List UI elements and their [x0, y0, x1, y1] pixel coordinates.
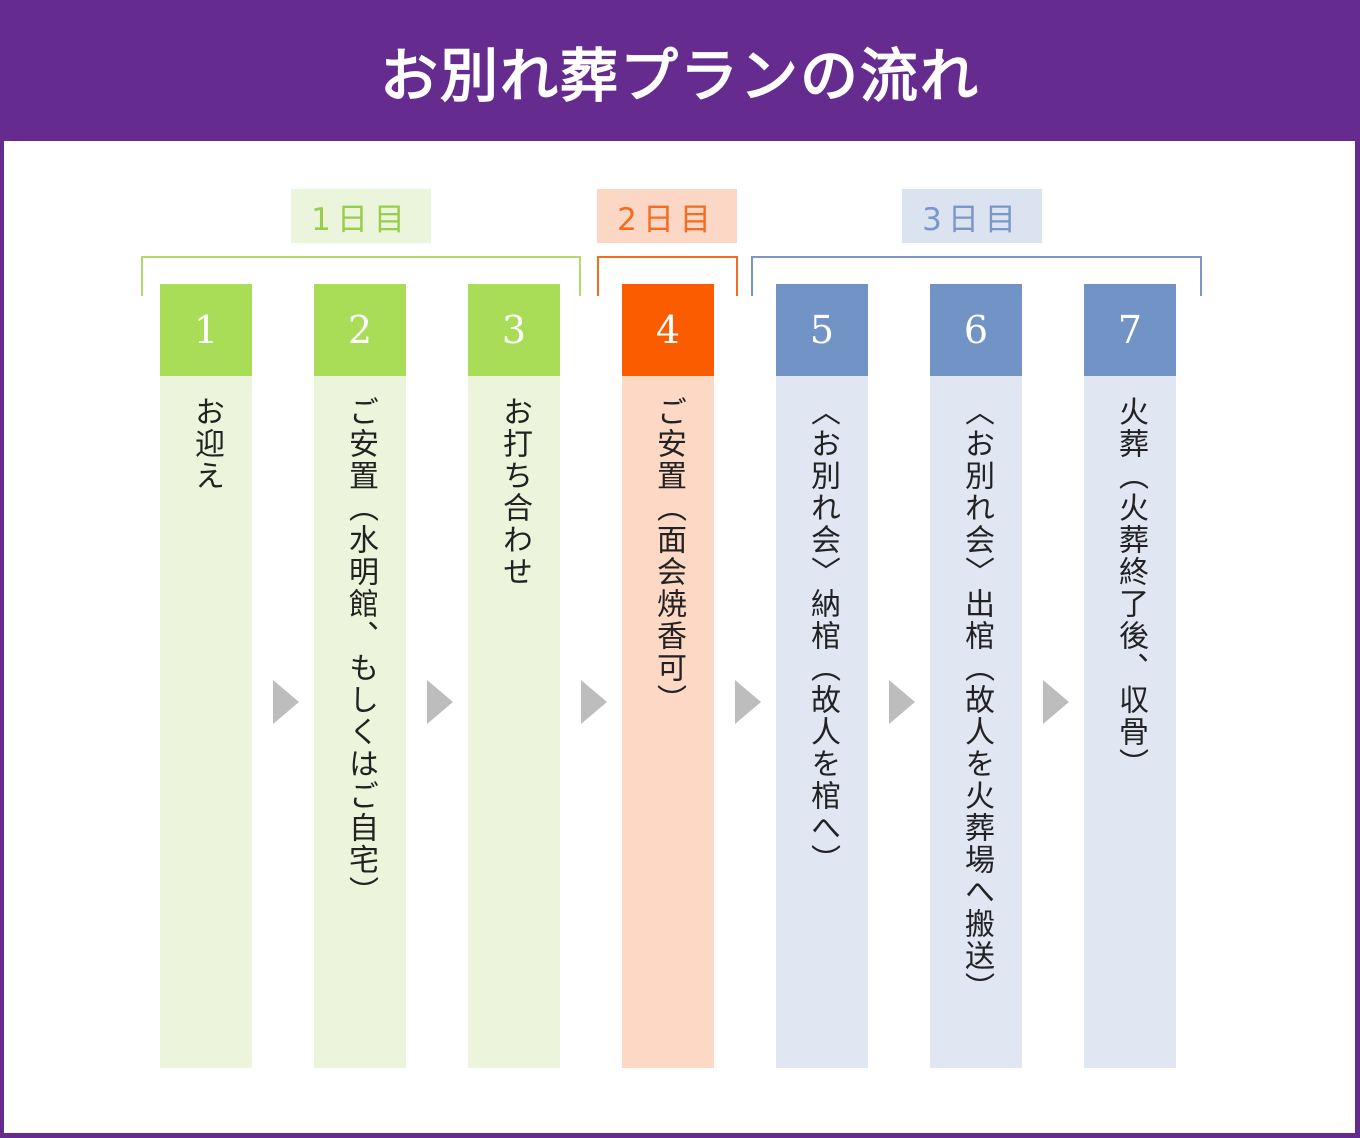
- step-body-7: 火葬（火葬終了後、収骨）: [1084, 376, 1176, 1068]
- day-label-3: 3日目: [902, 189, 1042, 243]
- step-column-3: 3 お打ち合わせ: [468, 284, 560, 1068]
- flow-arrow-icon: [735, 680, 761, 724]
- flow-arrow-icon: [1043, 680, 1069, 724]
- page-title: お別れ葬プランの流れ: [379, 41, 980, 110]
- day-label-1: 1日目: [291, 189, 431, 243]
- step-number-5: 5: [776, 284, 868, 376]
- title-bar: お別れ葬プランの流れ: [0, 0, 1360, 141]
- step-number-1: 1: [160, 284, 252, 376]
- step-text-7: 火葬（火葬終了後、収骨）: [1113, 396, 1148, 780]
- step-body-1: お迎え: [160, 376, 252, 1068]
- step-number-7: 7: [1084, 284, 1176, 376]
- step-column-7: 7 火葬（火葬終了後、収骨）: [1084, 284, 1176, 1068]
- step-column-2: 2 ご安置（水明館、もしくはご自宅）: [314, 284, 406, 1068]
- step-text-1: お迎え: [189, 396, 224, 492]
- step-column-1: 1 お迎え: [160, 284, 252, 1068]
- step-text-6: 〈お別れ会〉出棺（故人を火葬場へ搬送）: [959, 396, 994, 1004]
- step-number-6: 6: [930, 284, 1022, 376]
- day-1-bracket: [141, 256, 581, 296]
- step-number-2: 2: [314, 284, 406, 376]
- step-text-5: 〈お別れ会〉納棺（故人を棺へ）: [805, 396, 840, 876]
- step-body-3: お打ち合わせ: [468, 376, 560, 1068]
- step-number-3: 3: [468, 284, 560, 376]
- step-column-4: 4 ご安置（面会焼香可）: [622, 284, 714, 1068]
- day-label-2: 2日目: [597, 189, 737, 243]
- step-body-5: 〈お別れ会〉納棺（故人を棺へ）: [776, 376, 868, 1068]
- day-2-bracket: [597, 256, 738, 296]
- step-column-6: 6 〈お別れ会〉出棺（故人を火葬場へ搬送）: [930, 284, 1022, 1068]
- step-body-6: 〈お別れ会〉出棺（故人を火葬場へ搬送）: [930, 376, 1022, 1068]
- step-column-5: 5 〈お別れ会〉納棺（故人を棺へ）: [776, 284, 868, 1068]
- flow-arrow-icon: [889, 680, 915, 724]
- step-text-4: ご安置（面会焼香可）: [651, 396, 686, 716]
- step-body-2: ご安置（水明館、もしくはご自宅）: [314, 376, 406, 1068]
- step-text-2: ご安置（水明館、もしくはご自宅）: [343, 396, 378, 908]
- step-number-4: 4: [622, 284, 714, 376]
- step-text-3: お打ち合わせ: [497, 396, 532, 588]
- flow-arrow-icon: [427, 680, 453, 724]
- flow-arrow-icon: [273, 680, 299, 724]
- step-body-4: ご安置（面会焼香可）: [622, 376, 714, 1068]
- flow-arrow-icon: [581, 680, 607, 724]
- day-3-bracket: [751, 256, 1202, 296]
